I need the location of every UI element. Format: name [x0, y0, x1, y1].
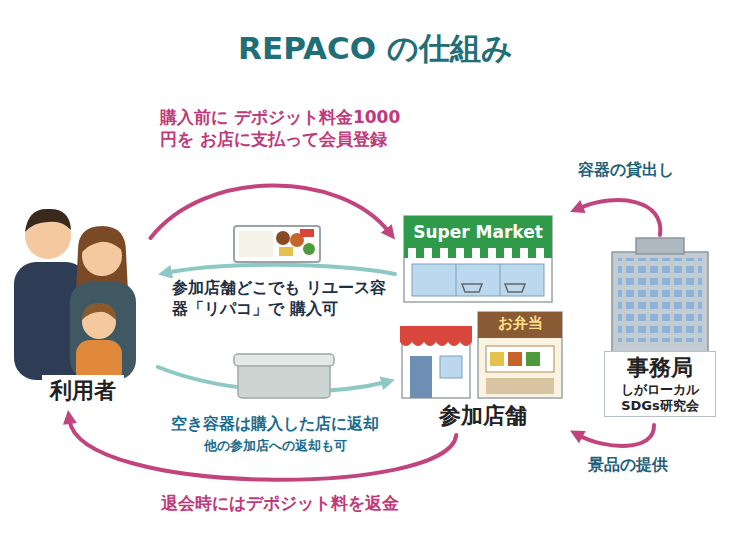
reusable-container: [234, 354, 334, 398]
edge-label: 空き容器は購入した店に返却: [140, 414, 410, 435]
arrow-head: [570, 200, 586, 213]
node-region: 利用者: [8, 195, 158, 410]
edge-label: 退会時にはデポジット料を返金: [120, 492, 440, 514]
node-label-box: 事務局しがローカル SDGs研究会: [604, 351, 716, 417]
note: 他の参加店への返却も可: [150, 438, 400, 455]
edge-label: 参加店舗どこでも リユース容器「リパコ」で 購入可: [172, 278, 387, 320]
title: REPACO の仕組み: [0, 28, 751, 68]
node-label-box: 参加店舗: [431, 400, 535, 432]
arrow-head: [381, 224, 395, 239]
bento-shop: [478, 312, 562, 398]
node-title: 利用者: [50, 377, 116, 405]
curved-arrow: [579, 425, 654, 446]
node-label-box: 利用者: [42, 375, 124, 407]
node-title: 参加店舗: [439, 402, 527, 430]
arrow-head: [158, 265, 173, 279]
curved-arrow: [168, 265, 395, 274]
arrow-head: [380, 376, 395, 390]
node-title: 事務局: [613, 354, 707, 382]
title-underline: [180, 77, 570, 79]
sign-text: Super Market: [404, 221, 552, 243]
arrow-head: [570, 430, 586, 443]
office-building: [612, 238, 708, 352]
sign-text: お弁当: [478, 314, 562, 334]
edge-label: 景品の提供: [565, 455, 690, 476]
arrow-head: [63, 410, 77, 425]
bento-box: [234, 226, 320, 262]
node-region: 事務局しがローカル SDGs研究会: [600, 235, 720, 425]
shop: [400, 326, 472, 398]
edge-label: 容器の貸出し: [556, 160, 696, 181]
curved-arrow: [579, 200, 660, 235]
node-subtitle: しがローカル SDGs研究会: [613, 382, 707, 415]
edge-label: 購入前に デポジット料金1000円を お店に支払って会員登録: [160, 106, 410, 150]
family-figure: [14, 209, 136, 385]
supermarket: [404, 216, 552, 302]
